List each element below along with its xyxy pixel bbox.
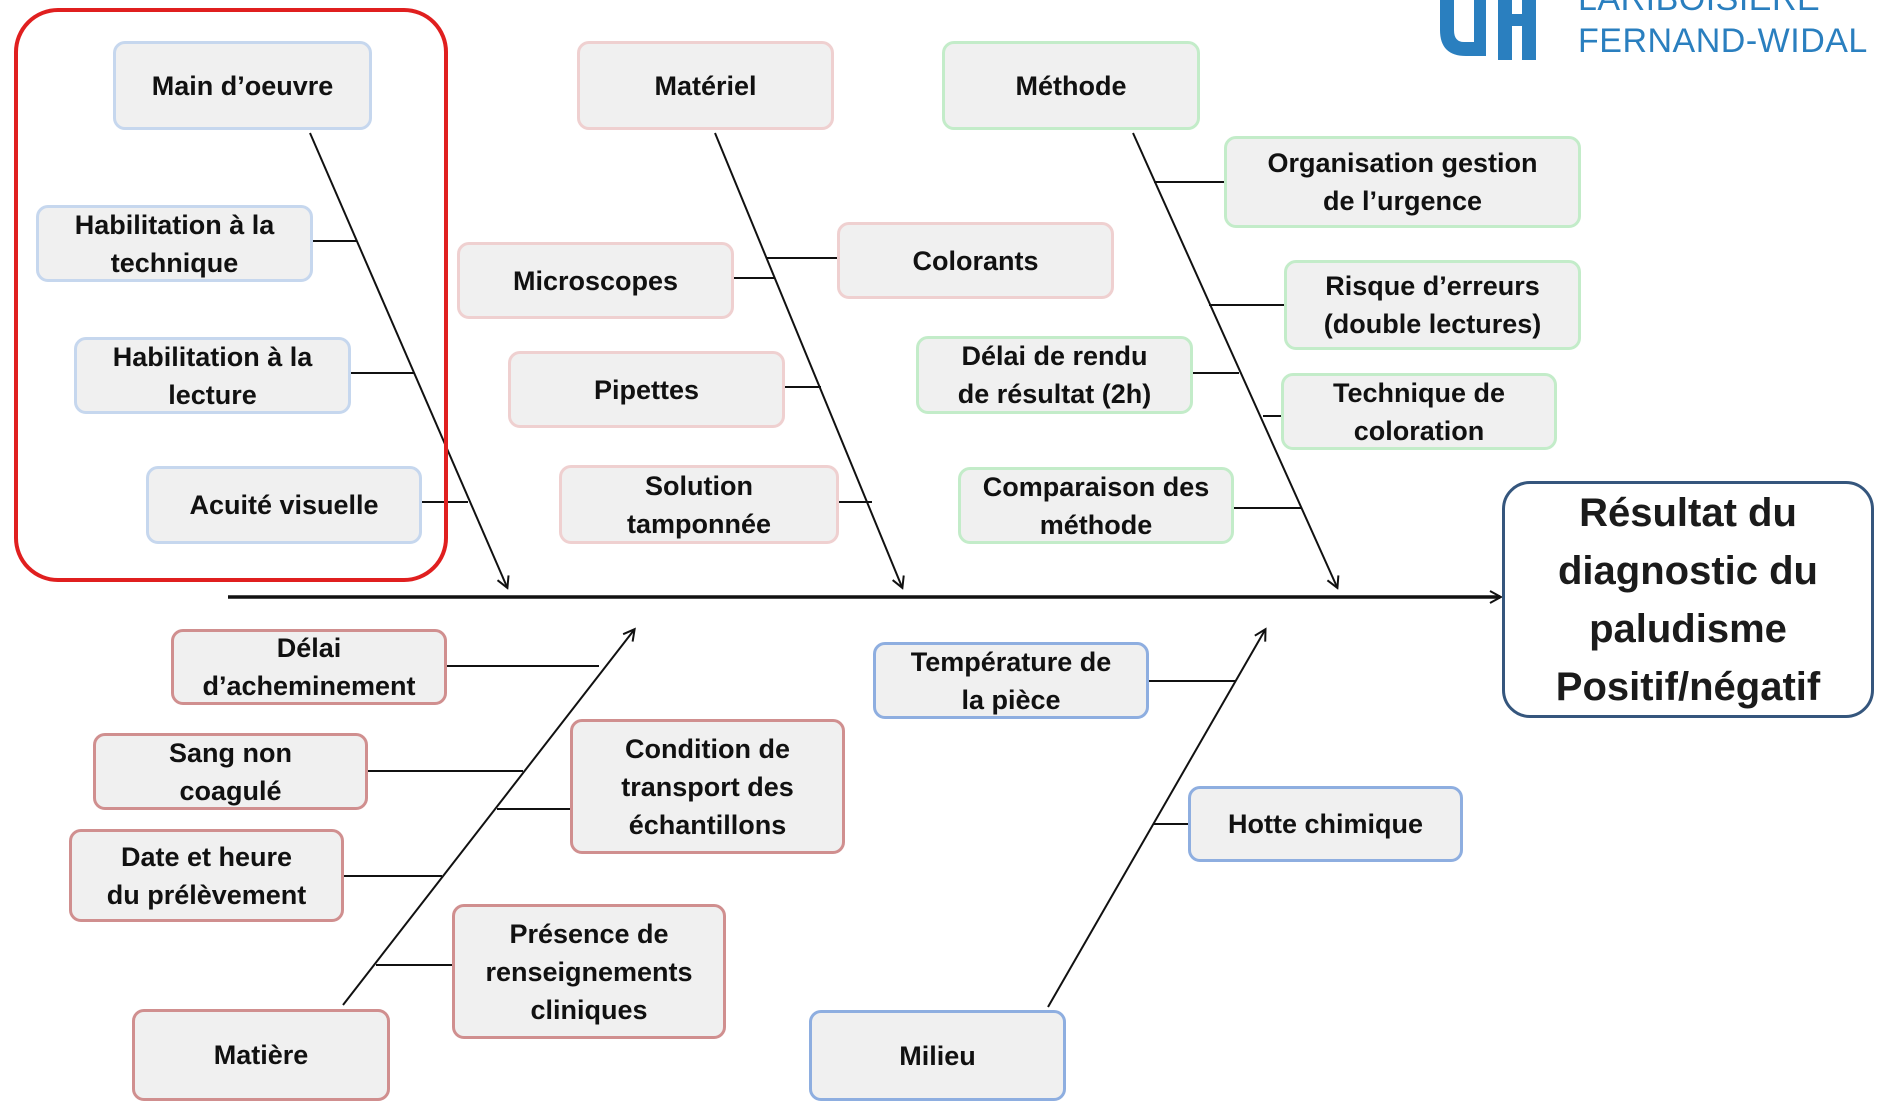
cause-sang-non-coagule: Sang non coagulé bbox=[93, 733, 368, 810]
logo-text-fernand-widal: FERNAND-WIDAL bbox=[1578, 22, 1868, 60]
cause-presence-renseignements: Présence de renseignements cliniques bbox=[452, 904, 726, 1039]
cause-condition-transport: Condition de transport des échantillons bbox=[570, 719, 845, 854]
cause-microscopes: Microscopes bbox=[457, 242, 734, 319]
category-main-oeuvre: Main d’oeuvre bbox=[113, 41, 372, 130]
cause-habilitation-technique: Habilitation à la technique bbox=[36, 205, 313, 282]
cause-organisation-urgence: Organisation gestion de l’urgence bbox=[1224, 136, 1581, 228]
bone-materiel bbox=[714, 132, 902, 587]
category-matiere: Matière bbox=[132, 1009, 390, 1101]
category-materiel: Matériel bbox=[577, 41, 834, 130]
cause-acuite-visuelle: Acuité visuelle bbox=[146, 466, 422, 544]
category-methode: Méthode bbox=[942, 41, 1200, 130]
effect-result-box: Résultat du diagnostic du paludisme Posi… bbox=[1502, 481, 1874, 718]
category-milieu: Milieu bbox=[809, 1010, 1066, 1101]
logo-text-lariboisiere: LARIBOISIÈRE bbox=[1578, 0, 1820, 19]
bone-main-oeuvre bbox=[309, 132, 507, 587]
cause-risque-erreurs: Risque d’erreurs (double lectures) bbox=[1284, 260, 1581, 350]
cause-hotte-chimique: Hotte chimique bbox=[1188, 786, 1463, 862]
cause-comparaison-methode: Comparaison des méthode bbox=[958, 467, 1234, 544]
cause-habilitation-lecture: Habilitation à la lecture bbox=[74, 337, 351, 414]
cause-pipettes: Pipettes bbox=[508, 351, 785, 428]
cause-delai-acheminement: Délai d’acheminement bbox=[171, 629, 447, 705]
bone-methode bbox=[1132, 132, 1337, 587]
cause-technique-coloration: Technique de coloration bbox=[1281, 373, 1557, 450]
cause-delai-rendu: Délai de rendu de résultat (2h) bbox=[916, 336, 1193, 414]
main-oeuvre-highlight-frame bbox=[14, 8, 448, 582]
cause-temperature-piece: Température de la pièce bbox=[873, 642, 1149, 719]
cause-colorants: Colorants bbox=[837, 222, 1114, 299]
bone-matiere bbox=[342, 630, 634, 1006]
hospital-logo: LARIBOISIÈRE FERNAND-WIDAL bbox=[1434, 0, 1877, 70]
gh-logo-icon bbox=[1440, 0, 1536, 60]
cause-date-heure-prelevement: Date et heure du prélèvement bbox=[69, 829, 344, 922]
cause-solution-tamponnee: Solution tamponnée bbox=[559, 465, 839, 544]
bone-milieu bbox=[1047, 630, 1265, 1008]
